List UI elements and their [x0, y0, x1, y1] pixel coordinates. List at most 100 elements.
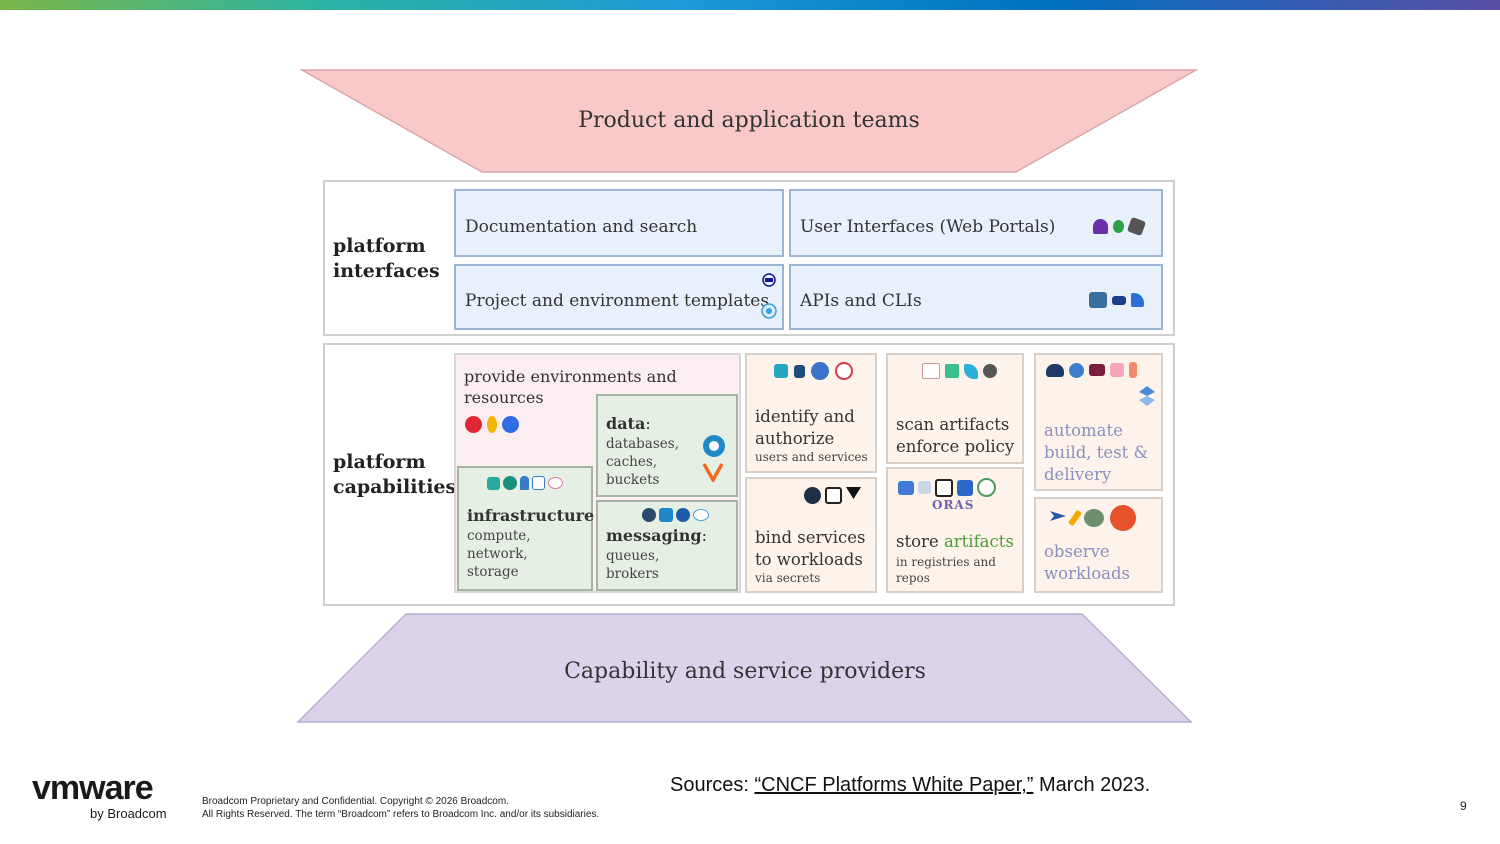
observe-line2: workloads [1044, 564, 1131, 583]
tekton-icon [1046, 363, 1064, 377]
spiffe-icon [794, 364, 805, 378]
data-description: databases, caches, buckets [606, 435, 679, 489]
data-desc-line3: buckets [606, 472, 660, 488]
vmware-wordmark: vmware [32, 769, 154, 807]
kubernetes-icon [502, 416, 519, 433]
shield-icon [983, 364, 997, 378]
helm-icon [761, 272, 777, 288]
store-artifacts-box: ORAS store artifacts in registries and r… [886, 467, 1024, 593]
top-gradient-bar [0, 0, 1500, 10]
infra-desc-line2: network, [467, 546, 528, 562]
leaf-icon [1113, 220, 1124, 233]
store-word: artifacts [943, 532, 1014, 551]
messaging-box: messaging: queues, brokers [596, 500, 738, 591]
copyright-text: Broadcom Proprietary and Confidential. C… [202, 795, 599, 821]
vault-icon [846, 486, 861, 505]
secrets-icons [804, 486, 861, 505]
platform-capabilities-label: platform capabilities [333, 450, 457, 500]
messaging-icons [642, 508, 709, 522]
oras-logo: ORAS [932, 498, 975, 512]
provide-environments-text: provide environments and resources [464, 367, 677, 407]
data-title-colon: : [645, 414, 651, 433]
sources-link[interactable]: “CNCF Platforms White Paper,” [754, 774, 1034, 796]
automate-line3: delivery [1044, 465, 1112, 484]
by-broadcom: by Broadcom [90, 806, 167, 821]
keptn-icon [1110, 363, 1124, 377]
capabilities-label-line2: capabilities [333, 476, 457, 498]
data-desc-line1: databases, [606, 436, 679, 452]
kyverno-icon [945, 364, 959, 378]
cloud-events-icon [693, 509, 709, 521]
automate-line1: automate [1044, 421, 1123, 440]
interfaces-label-line1: platform [333, 235, 426, 257]
automate-line2: build, test & [1044, 443, 1149, 462]
cilium-icon [503, 476, 517, 490]
copyright-line1: Broadcom Proprietary and Confidential. C… [202, 796, 509, 807]
identify-authorize-box: identify and authorize users and service… [745, 353, 877, 473]
identity-icons [774, 362, 853, 380]
identify-line2: authorize [755, 429, 835, 448]
data-title-word: data [606, 414, 646, 433]
identify-sub: users and services [755, 450, 868, 464]
identify-text: identify and authorize [755, 406, 855, 450]
portal-icons [1093, 216, 1147, 237]
registry-icons [898, 478, 996, 497]
rocket-icon [520, 476, 529, 490]
sail-icon [1131, 293, 1144, 307]
scan-line2: enforce policy [896, 437, 1015, 456]
top-banner-shape [300, 69, 1198, 173]
scan-icons [922, 363, 997, 379]
data-desc-line2: caches, [606, 454, 658, 470]
msg-desc-line1: queues, [606, 548, 660, 564]
sources-suffix: March 2023. [1033, 774, 1151, 796]
store-text: store artifacts [896, 532, 1014, 551]
pulsar-icon [642, 508, 656, 522]
msg-desc-line2: brokers [606, 566, 659, 582]
knative-icon [676, 508, 690, 522]
templates-text: Project and environment templates [465, 291, 770, 311]
environment-icons [465, 416, 519, 433]
identify-line1: identify and [755, 407, 855, 426]
msg-title-colon: : [701, 526, 707, 545]
observe-line1: observe [1044, 542, 1110, 561]
infrastructure-box: infrastructure: compute, network, storag… [457, 466, 600, 591]
api-icons [1089, 292, 1144, 308]
capabilities-label-line1: platform [333, 451, 426, 473]
gcp-icon [487, 416, 497, 433]
bind-line2: to workloads [755, 550, 863, 569]
bottom-banner: Capability and service providers [296, 612, 1194, 724]
cube-icon [1126, 216, 1147, 237]
platform-interfaces-label: platform interfaces [333, 234, 453, 284]
store-prefix: store [896, 532, 944, 551]
infra-desc-line3: storage [467, 564, 519, 580]
data-box: data: databases, caches, buckets [596, 394, 738, 497]
falco-icon [922, 363, 940, 379]
templates-box: Project and environment templates [454, 264, 784, 330]
ci-cd-icons [1046, 362, 1137, 378]
web-portals-text: User Interfaces (Web Portals) [800, 217, 1056, 237]
bottom-banner-shape [296, 613, 1193, 723]
infra-desc-line1: compute, [467, 528, 531, 544]
scan-line1: scan artifacts [896, 415, 1010, 434]
page-number: 9 [1460, 799, 1467, 813]
automate-box: automate build, test & delivery [1034, 353, 1163, 491]
store-sub-line1: in registries and [896, 555, 996, 569]
prometheus-icon [1110, 505, 1136, 531]
store-sub-line2: repos [896, 571, 930, 585]
sources-line: Sources: “CNCF Platforms White Paper,” M… [670, 774, 1150, 797]
external-secrets-icon [825, 487, 842, 504]
backstage-icon [1093, 219, 1108, 234]
opa-icon [964, 363, 978, 379]
dex-icon [811, 362, 829, 380]
infra-title-word: infrastructure [467, 506, 595, 525]
hexagon-icon [957, 479, 973, 496]
nats-icon [659, 508, 673, 522]
buildpacks-icon [1139, 386, 1155, 411]
openfga-icon [835, 362, 853, 380]
infrastructure-description: compute, network, storage [467, 527, 531, 581]
pen-icon [1067, 509, 1083, 527]
argo-icon [1069, 362, 1084, 378]
automate-text: automate build, test & delivery [1044, 420, 1148, 486]
flagger-icon [1129, 362, 1137, 378]
store-sub: in registries and repos [896, 554, 996, 586]
